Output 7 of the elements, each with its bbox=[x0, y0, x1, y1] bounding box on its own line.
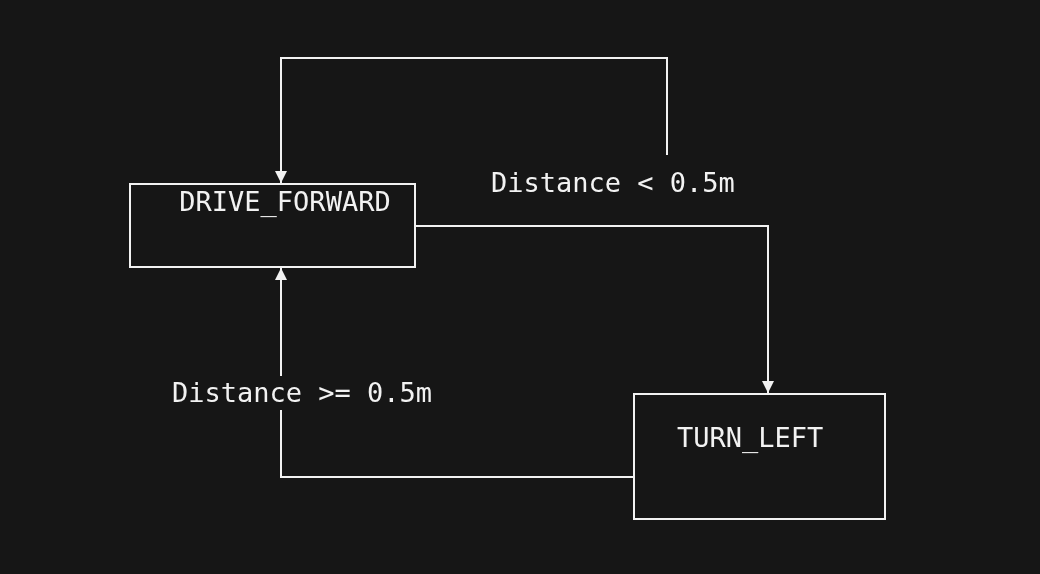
arrow bbox=[415, 225, 774, 394]
state-box bbox=[129, 183, 416, 268]
state-name: TURN_LEFT bbox=[677, 421, 824, 455]
state-name: DRIVE_FORWARD bbox=[179, 185, 391, 219]
arrow bbox=[275, 57, 668, 184]
state-box bbox=[633, 393, 886, 520]
arrow bbox=[275, 267, 634, 478]
